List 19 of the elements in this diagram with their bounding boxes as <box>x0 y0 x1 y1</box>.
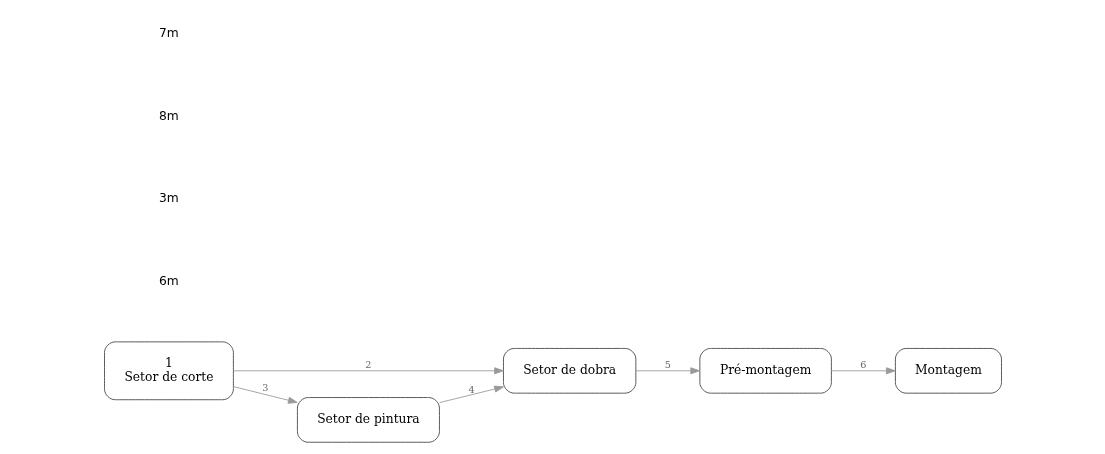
label: 7m <box>158 26 179 41</box>
node-box: Montagem <box>894 348 1002 394</box>
edge-label: 3 <box>261 381 268 393</box>
arrow <box>232 367 504 375</box>
label: 8m <box>158 108 179 123</box>
edge-label: 6 <box>859 358 866 370</box>
edge-label: 2 <box>364 358 371 370</box>
node-box: Pré-montagem <box>698 348 832 394</box>
label: 3m <box>158 191 179 206</box>
arrow <box>438 385 504 404</box>
node-box: 1 Setor de corte <box>103 341 234 401</box>
arrow <box>635 367 700 375</box>
node-box: Setor de dobra <box>502 348 636 394</box>
node-box: Setor de pintura <box>296 397 440 443</box>
arrow <box>232 386 298 404</box>
edge-label: 4 <box>467 383 475 395</box>
arrow <box>830 367 896 375</box>
edge-label: 5 <box>664 358 671 370</box>
label: 6m <box>158 273 179 288</box>
